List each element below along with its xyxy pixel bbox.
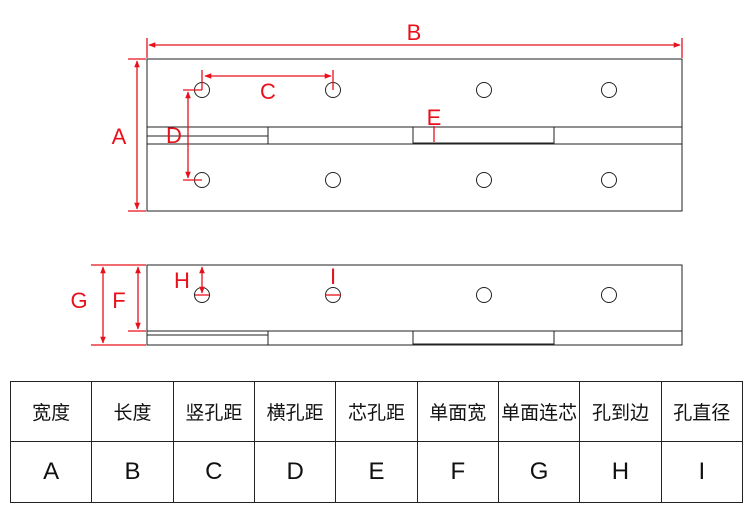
dimension-label-c: C bbox=[260, 79, 276, 104]
hole-circle bbox=[601, 172, 617, 188]
dimension-label-d: D bbox=[166, 123, 182, 148]
hole-circle bbox=[476, 287, 492, 303]
legend-header-cell: 孔到边 bbox=[579, 381, 662, 442]
hole-circle bbox=[601, 82, 617, 98]
dimension-letters: B A C D E G F H I bbox=[70, 20, 441, 313]
single-leaf-knuckle-strip bbox=[146, 330, 683, 346]
hinge-top-view bbox=[146, 58, 683, 212]
dimension-label-a: A bbox=[112, 124, 127, 149]
knuckle-profile bbox=[147, 126, 682, 144]
dimension-label-b: B bbox=[407, 20, 422, 45]
legend-code-cell: H bbox=[579, 441, 662, 503]
hinge-diagram: B A C D E G F H I bbox=[70, 20, 683, 346]
legend-header-cell: 孔直径 bbox=[660, 381, 744, 442]
legend-code-cell: A bbox=[9, 441, 93, 503]
hole-circle bbox=[325, 172, 341, 188]
legend-header-row: 宽度 长度 竖孔距 横孔距 芯孔距 单面宽 单面连芯 孔到边 孔直径 bbox=[9, 381, 744, 442]
legend-code-cell: B bbox=[91, 441, 174, 503]
legend-header-cell: 宽度 bbox=[9, 381, 93, 442]
legend-code-cell: D bbox=[253, 441, 337, 503]
dimension-legend-table: 宽度 长度 竖孔距 横孔距 芯孔距 单面宽 单面连芯 孔到边 孔直径 A B C… bbox=[9, 381, 744, 503]
legend-header-cell: 单面宽 bbox=[416, 381, 499, 442]
hinge-lower-leaf bbox=[146, 143, 683, 212]
legend-header-cell: 横孔距 bbox=[253, 381, 337, 442]
legend-header-cell: 长度 bbox=[91, 381, 174, 442]
legend-code-cell: F bbox=[416, 441, 499, 503]
legend-code-cell: E bbox=[335, 441, 418, 503]
hole-circle bbox=[601, 287, 617, 303]
hole-circle bbox=[476, 172, 492, 188]
legend-header-cell: 单面连芯 bbox=[497, 381, 581, 442]
side-view-dimensions bbox=[91, 264, 341, 346]
dimension-label-h: H bbox=[174, 268, 190, 293]
dimension-label-e: E bbox=[427, 105, 442, 130]
legend-header-cell: 芯孔距 bbox=[335, 381, 418, 442]
legend-header-cell: 竖孔距 bbox=[172, 381, 255, 442]
legend-code-cell: G bbox=[497, 441, 581, 503]
legend-code-cell: I bbox=[660, 441, 744, 503]
top-view-dimensions bbox=[128, 38, 683, 212]
hinge-side-view bbox=[146, 264, 683, 346]
legend-code-cell: C bbox=[172, 441, 255, 503]
dimension-label-i: I bbox=[330, 264, 336, 289]
dimension-label-g: G bbox=[70, 288, 87, 313]
hole-circle bbox=[476, 82, 492, 98]
legend-code-row: A B C D E F G H I bbox=[9, 441, 744, 503]
dimension-label-f: F bbox=[112, 288, 125, 313]
